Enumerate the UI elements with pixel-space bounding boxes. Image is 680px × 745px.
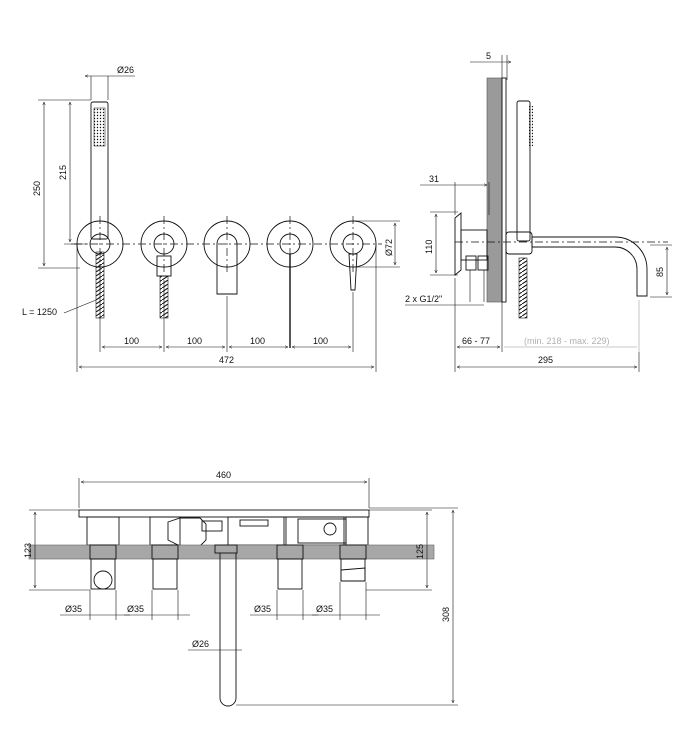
dim-spacing-1: 100 <box>124 336 139 346</box>
dim-connection: 2 x G1/2" <box>405 294 442 304</box>
dim-bottom-width: 460 <box>216 470 231 480</box>
dim-shower-height: 215 <box>58 165 68 180</box>
cover-plate <box>78 509 370 518</box>
rosette-1 <box>71 220 124 319</box>
dim-spacing-4: 100 <box>313 336 328 346</box>
dim-handle-diameter-3: Ø35 <box>254 604 271 614</box>
rosette-4 <box>266 220 314 348</box>
dim-body-height: 123 <box>23 543 33 558</box>
dim-handle-diameter-1: Ø35 <box>65 604 82 614</box>
front-view: Ø26 250 215 <box>22 65 400 372</box>
bottom-view: 460 123 <box>23 470 458 707</box>
side-view: 5 31 110 2 x G1/2" <box>405 51 672 372</box>
dim-wall-range: (min. 218 - max. 229) <box>524 336 610 346</box>
spout <box>531 236 648 297</box>
dim-spacing-2: 100 <box>187 336 202 346</box>
dim-hose-length: L = 1250 <box>22 307 57 317</box>
hand-shower <box>90 101 109 240</box>
dim-spacing-3: 100 <box>250 336 265 346</box>
dim-spout-height: 85 <box>655 267 665 277</box>
dim-total-width: 472 <box>219 355 234 365</box>
dim-handle-diameter-4: Ø35 <box>316 604 333 614</box>
dim-total-height: 250 <box>32 181 42 196</box>
rosette-3 <box>203 220 251 295</box>
spout-bottom <box>219 553 237 707</box>
dim-hand-shower-diameter: Ø26 <box>117 65 134 75</box>
dim-right-height: 125 <box>415 544 425 559</box>
dim-spout-diameter: Ø26 <box>192 639 209 649</box>
shower-nozzle-grid <box>93 107 106 147</box>
dim-offset: 31 <box>429 174 439 184</box>
dim-total-depth: 308 <box>441 607 451 622</box>
dim-handle-diameter-2: Ø35 <box>127 604 144 614</box>
dim-side-height: 110 <box>424 240 434 254</box>
dim-spout-length: 295 <box>538 355 553 365</box>
dim-depth-range: 66 - 77 <box>462 336 490 346</box>
dim-rosette-diameter: Ø72 <box>384 239 394 256</box>
dim-plate: 5 <box>486 51 491 61</box>
hand-shower-side <box>516 100 531 242</box>
